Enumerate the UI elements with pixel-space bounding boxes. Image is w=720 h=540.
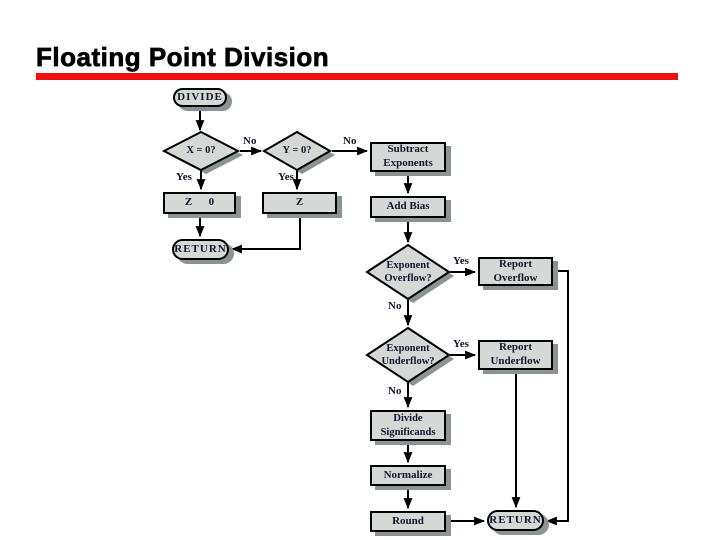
decision-y-zero-shape [261,130,333,172]
node-return-left: RETURN [172,239,229,260]
edge-label-x-no: No [243,135,257,147]
edge-label-underflow-yes: Yes [453,338,469,350]
node-label: Divide Significands [380,413,436,438]
edge-label-overflow-no: No [388,300,402,312]
node-report-underflow: Report Underflow [478,340,553,370]
node-label: Add Bias [386,200,430,213]
decision-underflow-label: Exponent Underflow? [381,342,435,367]
edge-label-underflow-no: No [388,385,402,397]
node-label: RETURN [489,513,542,526]
node-return-end: RETURN [487,510,544,531]
node-label: DIVIDE [177,90,223,103]
connector-lines [195,107,569,526]
decision-underflow-shape [365,326,451,384]
node-add-bias: Add Bias [370,196,446,218]
node-divide-significands: Divide Significands [370,410,446,441]
edge-label-x-yes: Yes [176,171,192,183]
node-z-assign-result: Z [262,192,337,214]
node-z-assign-zero: Z 0 [163,192,236,214]
edge-label-y-no: No [343,135,357,147]
node-normalize: Normalize [370,465,446,486]
node-label: Report Underflow [490,341,541,367]
node-label: Z 0 [184,196,215,209]
decision-x-zero-label: X = 0? [186,145,216,157]
node-divide-start: DIVIDE [173,88,227,107]
node-label: Normalize [383,468,433,481]
decision-overflow-shape [365,243,451,301]
decision-y-zero-label: Y = 0? [282,145,312,157]
decision-x-zero-shape [161,130,241,172]
node-label: Round [392,514,424,527]
title-underline [36,73,678,80]
edge-label-y-yes: Yes [278,171,294,183]
decision-overflow-label: Exponent Overflow? [384,259,432,284]
node-label: RETURN [174,242,227,255]
node-label: Subtract Exponents [383,143,433,169]
edge-label-overflow-yes: Yes [453,255,469,267]
decision-diamonds [161,130,451,384]
node-subtract-exponents: Subtract Exponents [370,142,446,172]
node-label: Report Overflow [493,257,538,284]
page-title: Floating Point Division [36,42,330,73]
node-round: Round [370,511,446,532]
node-label: Z [295,196,304,209]
node-report-overflow: Report Overflow [478,257,553,286]
